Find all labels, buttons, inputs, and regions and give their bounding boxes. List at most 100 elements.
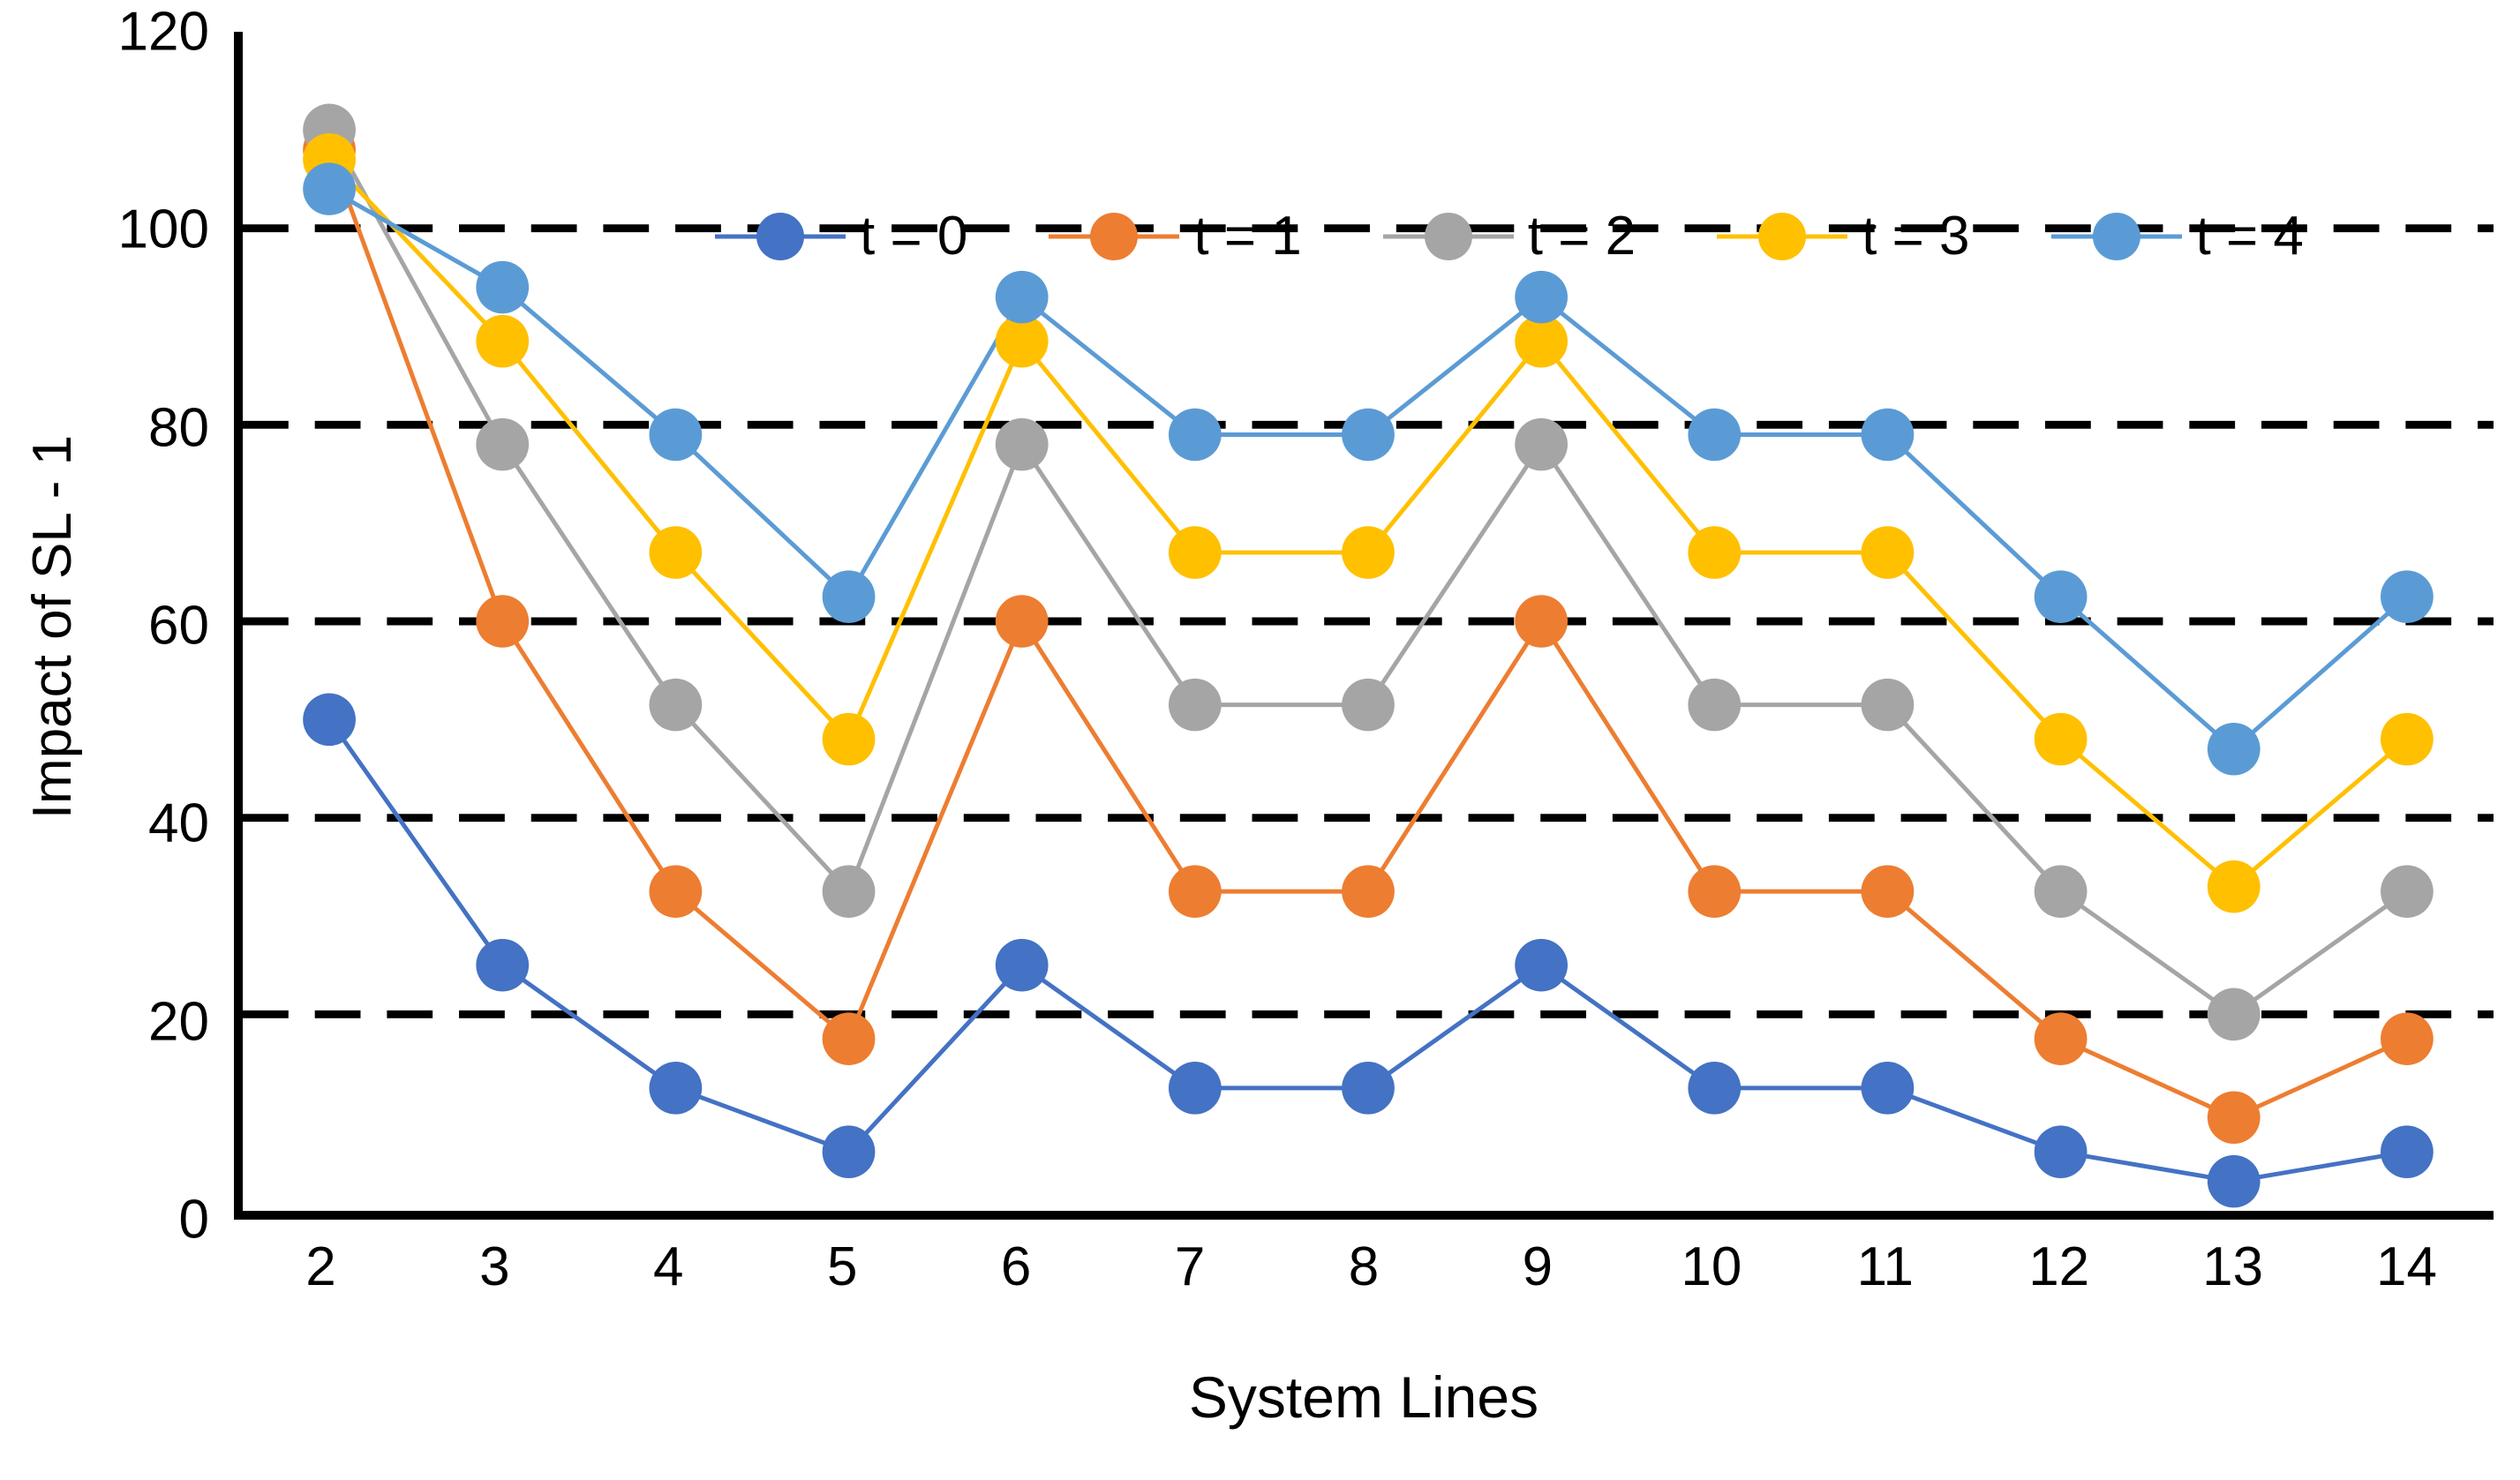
data-point bbox=[1342, 408, 1395, 462]
data-point bbox=[1168, 526, 1222, 579]
data-point bbox=[2381, 570, 2433, 623]
data-point bbox=[1515, 417, 1568, 471]
legend-marker-dot bbox=[1424, 212, 1472, 260]
x-tick-label: 8 bbox=[1348, 1236, 1380, 1297]
data-point bbox=[303, 693, 356, 747]
data-point bbox=[822, 1125, 876, 1178]
series-t3 bbox=[327, 157, 2410, 890]
data-point bbox=[476, 260, 530, 314]
data-point bbox=[1168, 865, 1222, 918]
legend-marker-dot bbox=[1758, 212, 1807, 260]
markers-t2 bbox=[303, 103, 2433, 1041]
data-point bbox=[2207, 860, 2260, 913]
data-point bbox=[2207, 988, 2260, 1041]
y-axis-title-text: Impact of SL - 1 bbox=[22, 434, 84, 819]
data-point bbox=[2207, 1091, 2260, 1145]
series-line bbox=[327, 186, 2410, 752]
legend-swatch bbox=[1049, 212, 1180, 261]
plot-inner bbox=[243, 32, 2494, 1211]
y-axis-title: Impact of SL - 1 bbox=[0, 0, 106, 1253]
data-point bbox=[649, 678, 703, 732]
legend-swatch bbox=[715, 212, 846, 261]
data-point bbox=[1342, 526, 1395, 579]
y-tick-label: 80 bbox=[148, 397, 209, 459]
data-point bbox=[1515, 270, 1568, 324]
y-tick-label: 0 bbox=[178, 1189, 209, 1251]
legend-item-t3[interactable]: t = 3 bbox=[1717, 205, 1970, 267]
markers-t4 bbox=[303, 162, 2433, 776]
series-line bbox=[327, 147, 2410, 1120]
data-point bbox=[1168, 408, 1222, 462]
y-tick-label: 120 bbox=[117, 1, 209, 63]
y-tick-label: 100 bbox=[117, 199, 209, 260]
data-point bbox=[1688, 408, 1741, 462]
data-point bbox=[995, 595, 1049, 648]
data-point bbox=[2381, 865, 2433, 918]
data-point bbox=[476, 595, 530, 648]
data-point bbox=[1515, 938, 1568, 992]
y-tick-label: 40 bbox=[148, 793, 209, 854]
legend-label: t = 0 bbox=[860, 206, 968, 267]
data-point bbox=[1688, 678, 1741, 732]
data-point bbox=[1688, 865, 1741, 918]
legend-label: t = 2 bbox=[1527, 206, 1636, 267]
chart-legend: t = 0 t = 1 t = 2 t = 3 t = 4 bbox=[715, 205, 2304, 267]
x-tick-label: 12 bbox=[2028, 1236, 2090, 1297]
data-point bbox=[1861, 678, 1914, 732]
y-axis-tick-labels: 0 20 40 60 80 100 120 bbox=[97, 0, 225, 1253]
data-point bbox=[995, 938, 1049, 992]
data-point bbox=[649, 865, 703, 918]
data-point bbox=[1688, 526, 1741, 579]
data-point bbox=[1515, 314, 1568, 368]
legend-label: t = 4 bbox=[2195, 206, 2304, 267]
data-point bbox=[2034, 712, 2087, 766]
x-tick-label: 10 bbox=[1681, 1236, 1742, 1297]
legend-marker-dot bbox=[756, 212, 804, 260]
x-tick-label: 2 bbox=[305, 1236, 336, 1297]
data-point bbox=[2207, 722, 2260, 776]
legend-marker-dot bbox=[1090, 212, 1139, 260]
data-point bbox=[822, 570, 876, 623]
data-point bbox=[2381, 712, 2433, 766]
legend-swatch bbox=[2050, 212, 2182, 261]
legend-swatch bbox=[1717, 212, 1848, 261]
data-point bbox=[2034, 865, 2087, 918]
x-axis-title: System Lines bbox=[234, 1364, 2494, 1431]
x-tick-label: 3 bbox=[479, 1236, 510, 1297]
data-point bbox=[2034, 1125, 2087, 1178]
legend-label: t = 3 bbox=[1862, 206, 1970, 267]
x-tick-label: 4 bbox=[653, 1236, 684, 1297]
legend-item-t1[interactable]: t = 1 bbox=[1049, 205, 1302, 267]
legend-item-t0[interactable]: t = 0 bbox=[715, 205, 967, 267]
series-t4 bbox=[327, 186, 2410, 752]
data-point bbox=[476, 417, 530, 471]
data-point bbox=[1688, 1062, 1741, 1115]
x-tick-label: 5 bbox=[826, 1236, 858, 1297]
data-point bbox=[1168, 1062, 1222, 1115]
legend-item-t4[interactable]: t = 4 bbox=[2050, 205, 2304, 267]
legend-swatch bbox=[1382, 212, 1514, 261]
x-axis-title-text: System Lines bbox=[1188, 1364, 1539, 1430]
markers-t1 bbox=[303, 123, 2433, 1145]
legend-item-t2[interactable]: t = 2 bbox=[1382, 205, 1636, 267]
data-point bbox=[649, 408, 703, 462]
legend-marker-dot bbox=[2092, 212, 2140, 260]
x-tick-label: 14 bbox=[2376, 1236, 2438, 1297]
data-point bbox=[2207, 1154, 2260, 1208]
x-tick-label: 7 bbox=[1174, 1236, 1206, 1297]
data-point bbox=[822, 865, 876, 918]
y-tick-label: 60 bbox=[148, 595, 209, 657]
data-point bbox=[649, 1062, 703, 1115]
data-point bbox=[995, 314, 1049, 368]
data-point bbox=[822, 1012, 876, 1065]
data-point bbox=[1861, 408, 1914, 462]
data-point bbox=[2034, 1012, 2087, 1065]
plot-svg bbox=[243, 103, 2494, 1208]
data-point bbox=[2034, 570, 2087, 623]
y-tick-label: 20 bbox=[148, 991, 209, 1053]
data-point bbox=[2381, 1125, 2433, 1178]
x-tick-label: 11 bbox=[1856, 1236, 1914, 1297]
data-point bbox=[476, 314, 530, 368]
